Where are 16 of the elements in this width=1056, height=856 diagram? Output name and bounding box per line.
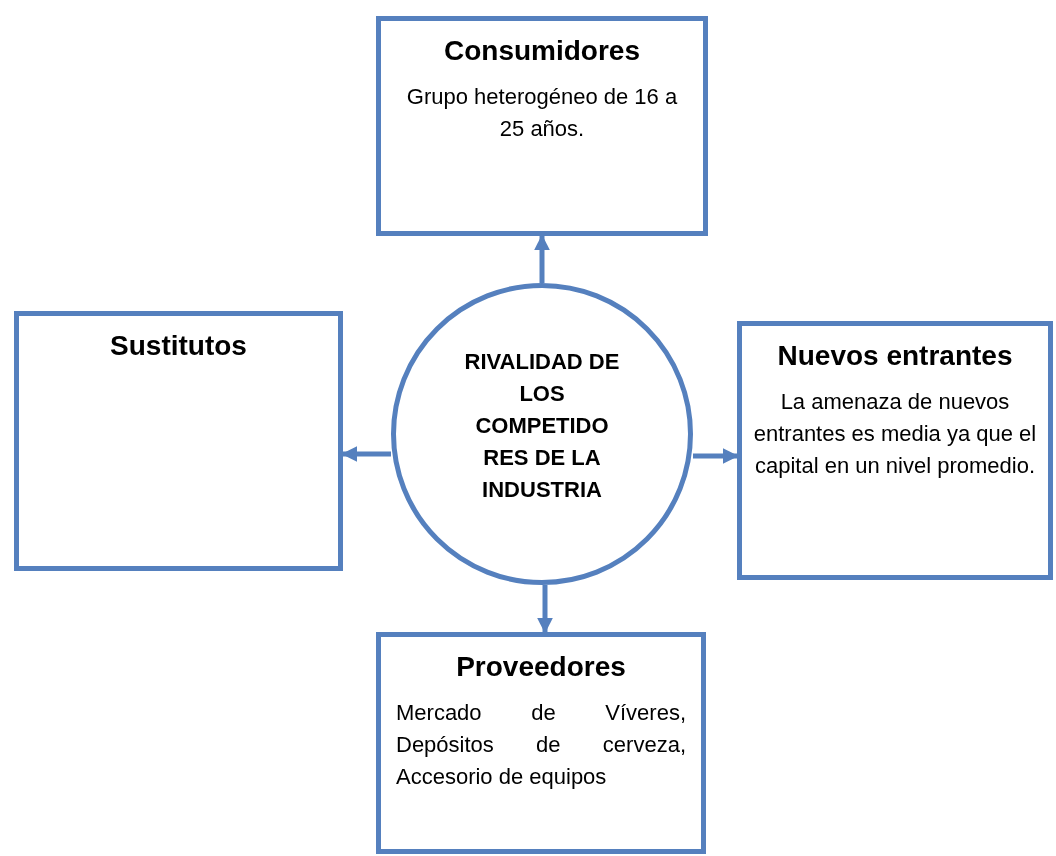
arrow — [693, 448, 739, 464]
box-description: La amenaza de nuevos entrantes es media ya que el capital en un nivel promedio. — [752, 388, 1038, 480]
box-heading: Nuevos entrantes — [777, 340, 1013, 372]
force-box — [376, 16, 708, 236]
box-heading: Proveedores — [456, 651, 626, 683]
force-box — [14, 311, 343, 571]
arrow — [534, 234, 550, 283]
box-description: Grupo heterogéneo de 16 a 25 años. — [405, 83, 679, 143]
box-heading: Sustitutos — [110, 330, 247, 362]
force-box — [376, 632, 706, 854]
force-box — [737, 321, 1053, 580]
box-heading: Consumidores — [444, 35, 640, 67]
box-description: Mercado de Víveres, Depósitos de cerveza, Accesorio de equipos — [396, 699, 686, 791]
arrow — [537, 585, 553, 634]
arrow — [341, 446, 391, 462]
center-title: RIVALIDAD DE LOS COMPETIDO RES DE LA INDUSTRIA — [463, 348, 621, 504]
